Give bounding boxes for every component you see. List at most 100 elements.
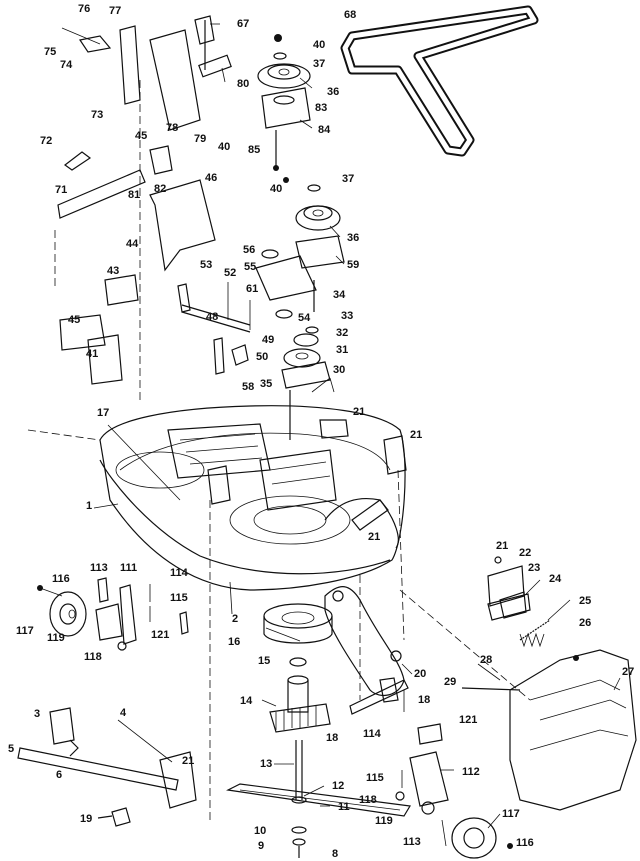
part-label-23: 23 [528,562,540,574]
part-label-117b: 117 [502,808,520,820]
part-label-44: 44 [126,238,139,250]
part-label-113b: 113 [403,836,421,848]
part-label-49: 49 [262,334,274,346]
part-label-116a: 116 [52,573,70,585]
part-label-117a: 117 [16,625,34,637]
part-label-24: 24 [549,573,562,585]
part-label-35: 35 [260,378,272,390]
part-label-54: 54 [298,312,311,324]
part-label-119b: 119 [375,815,393,827]
part-label-121b: 121 [459,714,477,726]
part-label-28: 28 [480,654,492,666]
part-label-11: 11 [338,801,350,813]
drive-belt-68 [340,5,539,157]
part-label-53: 53 [200,259,212,271]
part-label-29: 29 [444,676,456,688]
part-label-58: 58 [242,381,254,393]
part-label-36b: 36 [347,232,359,244]
part-label-68: 68 [344,9,356,21]
part-label-31: 31 [336,344,348,356]
part-label-78: 78 [166,122,178,134]
part-label-27: 27 [622,666,634,678]
part-label-83: 83 [315,102,327,114]
part-label-82: 82 [154,183,166,195]
part-label-25: 25 [579,595,591,607]
part-label-40c: 40 [270,183,282,195]
part-label-26: 26 [579,617,591,629]
part-label-2: 2 [232,613,238,625]
part-label-111: 111 [120,562,137,574]
part-label-12: 12 [332,780,344,792]
left-gauge-wheel [37,577,189,651]
part-label-115a: 115 [170,592,188,604]
part-label-114b: 114 [363,728,382,740]
lift-bracket-assembly [54,15,232,400]
part-label-48: 48 [206,311,218,323]
part-label-18a: 18 [418,694,430,706]
part-label-43: 43 [107,265,119,277]
center-spindle-pulley [281,326,335,440]
part-label-59: 59 [347,259,359,271]
right-gauge-wheel [395,723,513,859]
part-label-112: 112 [462,766,480,778]
upper-idler-pulley [257,34,311,171]
part-label-13: 13 [260,758,272,770]
part-label-46: 46 [205,172,217,184]
part-label-21c: 21 [368,531,380,543]
part-label-61: 61 [246,283,258,295]
part-label-4: 4 [120,707,127,719]
part-label-67: 67 [237,18,249,30]
part-label-80: 80 [237,78,249,90]
part-label-8: 8 [332,848,338,860]
part-label-33: 33 [341,310,353,322]
part-label-72: 72 [40,135,52,147]
part-label-77: 77 [109,5,121,17]
lower-idler-pulley [255,177,345,319]
part-label-45b: 45 [68,314,80,326]
part-label-52: 52 [224,267,236,279]
part-label-19: 19 [80,813,92,825]
part-label-21e: 21 [496,540,508,552]
part-label-21a: 21 [353,406,365,418]
part-label-50: 50 [256,351,268,363]
part-label-84: 84 [318,124,331,136]
part-label-20: 20 [414,668,426,680]
idler-linkage [177,282,251,375]
part-label-34: 34 [333,289,346,301]
part-label-81: 81 [128,189,140,201]
part-label-1: 1 [86,500,92,512]
part-label-37a: 37 [313,58,325,70]
part-label-10: 10 [254,825,266,837]
part-label-37b: 37 [342,173,354,185]
part-label-15: 15 [258,655,270,667]
part-label-17: 17 [97,407,109,419]
part-label-114a: 114 [170,567,189,579]
part-label-40a: 40 [218,141,230,153]
part-label-116b: 116 [516,837,534,849]
part-label-85: 85 [248,144,260,156]
part-label-115b: 115 [366,772,384,784]
part-label-22: 22 [519,547,531,559]
part-label-118a: 118 [84,651,102,663]
idler-arm-18-20 [324,586,409,715]
part-label-113a: 113 [90,562,108,574]
part-label-45a: 45 [135,130,147,142]
part-label-121a: 121 [151,629,169,641]
part-label-74: 74 [60,59,73,71]
front-hanger-assembly [17,707,197,827]
part-label-73: 73 [91,109,103,121]
part-label-71: 71 [55,184,67,196]
part-label-5: 5 [8,743,14,755]
part-label-40b: 40 [313,39,325,51]
part-label-36a: 36 [327,86,339,98]
part-label-118b: 118 [359,794,377,806]
part-label-76: 76 [78,3,90,15]
part-label-9: 9 [258,840,264,852]
part-label-55: 55 [244,261,256,273]
part-label-21d: 21 [182,755,194,767]
part-label-6: 6 [56,769,62,781]
part-label-119a: 119 [47,632,65,644]
part-label-75: 75 [44,46,56,58]
